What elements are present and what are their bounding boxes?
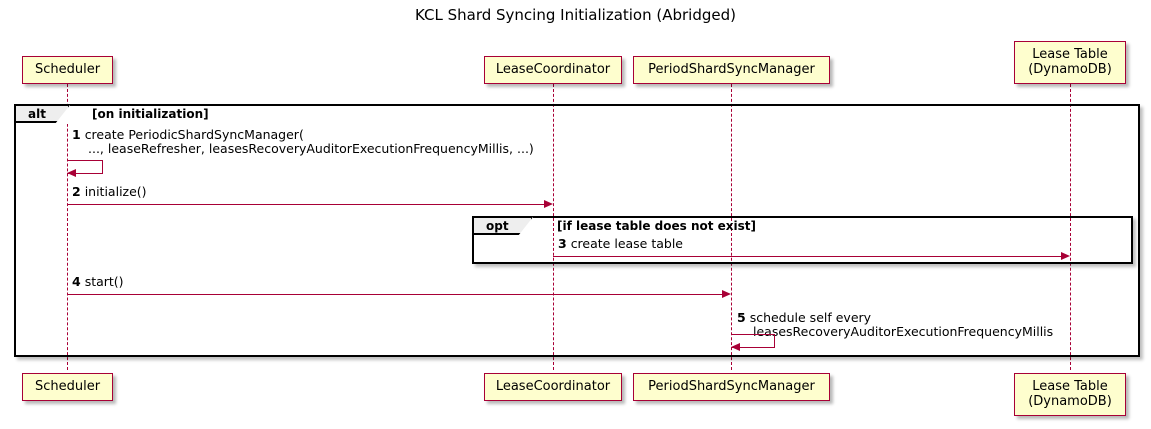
message-3-arrowhead (1061, 251, 1070, 260)
frame-tab-notch (54, 105, 70, 124)
participant-periodshardsyncmanager-bottom[interactable]: PeriodShardSyncManager (633, 373, 830, 401)
message-5-text-line1: schedule self every (749, 310, 872, 325)
participant-scheduler-bottom[interactable]: Scheduler (22, 373, 113, 401)
message-4-arrowhead (722, 289, 731, 298)
message-1-label-line2: ..., leaseRefresher, leasesRecoveryAudit… (88, 141, 534, 156)
message-3-line (553, 256, 1061, 257)
message-3-number: 3 (558, 236, 567, 251)
message-3-text: create lease table (570, 236, 683, 251)
lifeline-leasetable (1070, 84, 1071, 370)
diagram-title: KCL Shard Syncing Initialization (Abridg… (415, 6, 736, 24)
participant-leasecoordinator-top[interactable]: LeaseCoordinator (484, 56, 622, 84)
message-5-arrowhead (731, 343, 740, 351)
message-4-line (67, 294, 722, 295)
message-2-number: 2 (72, 184, 81, 199)
opt-operator-label: opt (486, 219, 509, 233)
message-2-label: 2 initialize() (72, 185, 147, 199)
lifeline-scheduler (67, 84, 68, 370)
participant-label: Lease Table (1032, 379, 1108, 394)
alt-operator-label: alt (28, 107, 46, 121)
message-5-label: 5 schedule self every (737, 311, 871, 325)
frame-tab-notch (517, 217, 533, 236)
participant-label-line2: (DynamoDB) (1028, 62, 1112, 77)
message-1-self-loop (67, 160, 103, 174)
participant-periodshardsyncmanager-top[interactable]: PeriodShardSyncManager (633, 56, 830, 84)
participant-label: Scheduler (34, 379, 101, 394)
opt-fragment-frame: opt (472, 216, 1133, 264)
participant-label: PeriodShardSyncManager (648, 62, 815, 77)
message-1-text-line1: create PeriodicShardSyncManager( (84, 127, 304, 142)
opt-fragment-tab: opt (474, 217, 533, 236)
alt-fragment-condition: [on initialization] (92, 107, 209, 121)
participant-leasetable-top[interactable]: Lease Table (DynamoDB) (1014, 41, 1126, 84)
message-2-text: initialize() (84, 184, 147, 199)
message-4-text: start() (84, 274, 124, 289)
participant-label-line2: (DynamoDB) (1028, 394, 1112, 409)
message-1-number: 1 (72, 127, 81, 142)
message-4-number: 4 (72, 274, 81, 289)
participant-label: LeaseCoordinator (495, 379, 611, 394)
message-2-line (67, 204, 544, 205)
message-5-self-loop (731, 334, 775, 348)
lifeline-periodshardsyncmanager (731, 84, 732, 370)
message-1-arrowhead (67, 169, 76, 177)
message-2-arrowhead (544, 199, 553, 208)
message-5-label-line2: leasesRecoveryAuditorExecutionFrequencyM… (753, 324, 1054, 339)
participant-leasecoordinator-bottom[interactable]: LeaseCoordinator (484, 373, 622, 401)
participant-label: Scheduler (34, 62, 101, 77)
opt-fragment-condition: [if lease table does not exist] (557, 219, 757, 233)
alt-fragment-tab: alt (16, 105, 70, 124)
message-3-label: 3 create lease table (558, 237, 683, 251)
alt-fragment-frame: alt (14, 104, 1140, 357)
lifeline-leasecoordinator (553, 84, 554, 370)
participant-label: PeriodShardSyncManager (648, 379, 815, 394)
participant-scheduler-top[interactable]: Scheduler (22, 56, 113, 84)
participant-label: LeaseCoordinator (495, 62, 611, 77)
message-4-label: 4 start() (72, 275, 124, 289)
participant-label: Lease Table (1032, 47, 1108, 62)
message-1-label: 1 create PeriodicShardSyncManager( (72, 128, 304, 142)
participant-leasetable-bottom[interactable]: Lease Table (DynamoDB) (1014, 373, 1126, 416)
message-5-number: 5 (737, 310, 746, 325)
